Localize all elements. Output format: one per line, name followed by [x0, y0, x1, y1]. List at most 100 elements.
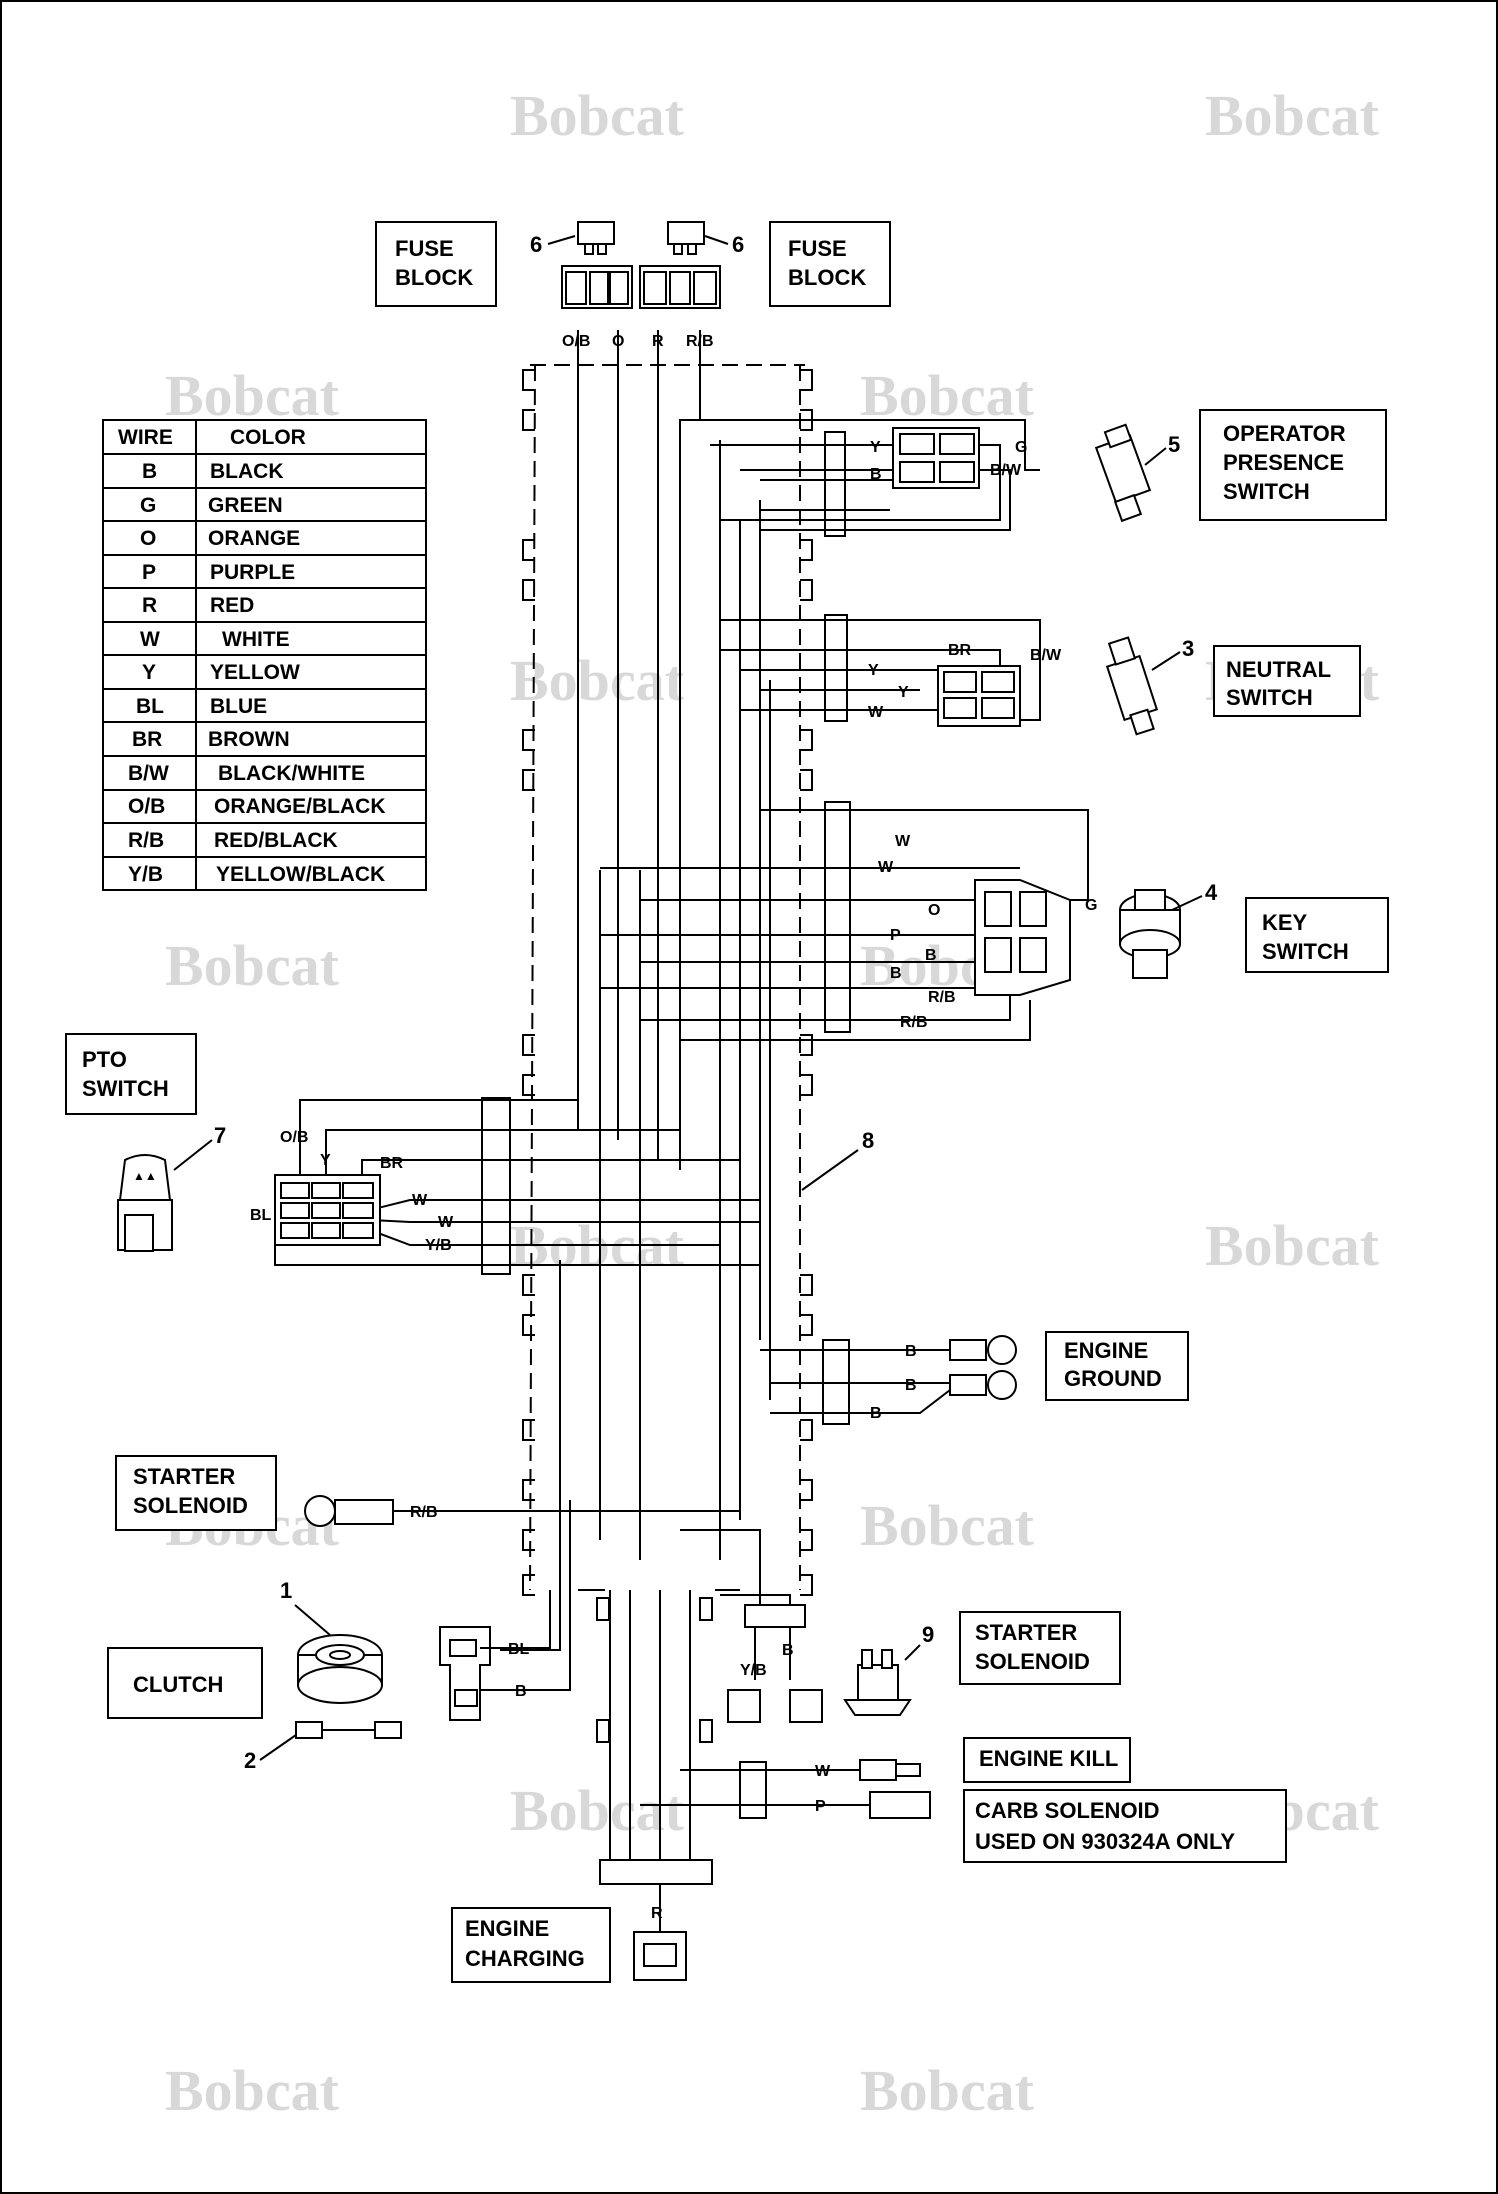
- ground-label-2: GROUND: [1064, 1366, 1162, 1391]
- table-header-color: COLOR: [230, 426, 306, 449]
- table-cell: P: [142, 561, 156, 584]
- clutch-wire-bl: BL: [508, 1641, 530, 1658]
- carb-label-1: CARB SOLENOID: [975, 1798, 1160, 1823]
- pto-wire-w1: W: [412, 1192, 428, 1209]
- starter-left-label-1: STARTER: [133, 1464, 235, 1489]
- watermark-text: Bobcat: [1205, 83, 1380, 148]
- fuse-wire-o: O: [612, 333, 624, 350]
- starter-solenoid-icon: [843, 1649, 912, 1716]
- table-cell: RED/BLACK: [214, 829, 338, 852]
- neutral-switch-icon: [1105, 636, 1159, 736]
- watermark-text: Bobcat: [165, 933, 340, 998]
- key-wire-rb2: R/B: [900, 1014, 928, 1031]
- key-switch-icon: [1119, 889, 1181, 979]
- starter-right-section: 9 STARTER SOLENOID: [843, 1611, 1121, 1716]
- table-cell: Y/B: [128, 863, 163, 886]
- item-5: 5: [1168, 432, 1180, 457]
- table-cell: R/B: [128, 829, 164, 852]
- item-8-leader: [801, 1149, 859, 1191]
- op-wire-bw: B/W: [990, 462, 1022, 479]
- table-cell: RED: [210, 594, 254, 617]
- key-label-1: KEY: [1262, 910, 1308, 935]
- watermark-text: Bobcat: [165, 2058, 340, 2123]
- table-cell: YELLOW: [210, 661, 300, 684]
- pto-wire-y: Y: [320, 1152, 331, 1169]
- pto-switch-icon: ▲▲: [117, 1154, 173, 1252]
- neutral-label-1: NEUTRAL: [1226, 657, 1331, 682]
- op-wire-b: B: [870, 466, 882, 483]
- item-8: 8: [862, 1128, 874, 1153]
- watermark-text: Bobcat: [510, 83, 685, 148]
- neutral-wire-y2: Y: [898, 684, 909, 701]
- pto-wire-bl: BL: [250, 1207, 272, 1224]
- table-cell: O/B: [128, 795, 165, 818]
- key-section: W W O G P B B R/B R/B 4 KEY SWITCH: [600, 801, 1389, 1041]
- fuse-left-label-2: BLOCK: [395, 265, 473, 290]
- item-9: 9: [922, 1622, 934, 1647]
- table-cell: O: [140, 527, 156, 550]
- item-2: 2: [244, 1748, 256, 1773]
- table-cell: BR: [132, 728, 162, 751]
- key-wire-b1: B: [925, 947, 937, 964]
- operator-presence-section: Y G B B/W 5 OPERATOR PRESENCE SWITCH: [700, 409, 1387, 537]
- item-4: 4: [1205, 880, 1218, 905]
- pto-label-1: PTO: [82, 1047, 127, 1072]
- starter-left-section: STARTER SOLENOID R/B: [115, 1455, 740, 1531]
- clutch-label: CLUTCH: [133, 1672, 223, 1697]
- neutral-wire-bw: B/W: [1030, 647, 1062, 664]
- carb-label-2: USED ON 930324A ONLY: [975, 1829, 1235, 1854]
- charging-wire-r: R: [651, 1905, 663, 1922]
- ground-wire-b3: B: [870, 1405, 882, 1422]
- fuse-right-label-1: FUSE: [788, 236, 847, 261]
- key-wire-w1: W: [895, 833, 911, 850]
- table-cell: W: [140, 628, 160, 651]
- watermark-text: Bobcat: [510, 1778, 685, 1843]
- pto-wire-br: BR: [380, 1155, 404, 1172]
- table-header-wire: WIRE: [118, 426, 173, 449]
- table-cell: GREEN: [208, 494, 283, 517]
- fuse-wire-ob: O/B: [562, 333, 590, 350]
- watermark-text: Bobcat: [165, 363, 340, 428]
- pto-wire-ob: O/B: [280, 1129, 308, 1146]
- charging-label-2: CHARGING: [465, 1946, 585, 1971]
- fuse-right-label-2: BLOCK: [788, 265, 866, 290]
- neutral-wire-w: W: [868, 704, 884, 721]
- key-wire-p: P: [890, 927, 901, 944]
- pto-wire-w2: W: [438, 1214, 454, 1231]
- table-cell: B/W: [128, 762, 169, 785]
- table-cell: ORANGE/BLACK: [214, 795, 386, 818]
- neutral-label-2: SWITCH: [1226, 685, 1313, 710]
- pto-label-2: SWITCH: [82, 1076, 169, 1101]
- engine-kill-label: ENGINE KILL: [979, 1746, 1118, 1771]
- wire-color-table: WIRE COLOR B BLACK G GREEN O ORANGE P PU…: [102, 419, 427, 891]
- fuse-wire-r: R: [652, 333, 664, 350]
- item-6-left: 6: [530, 232, 542, 257]
- engine-ground-section: B B B ENGINE GROUND: [760, 1331, 1189, 1425]
- table-cell: WHITE: [222, 628, 290, 651]
- clutch-icon: [297, 1634, 383, 1704]
- pto-section: PTO SWITCH ▲▲ 7 O/B Y BR BL W W Y/B: [65, 1033, 760, 1275]
- starter-left-label-2: SOLENOID: [133, 1493, 248, 1518]
- clutch-section: 1 CLUTCH 2 BL B: [107, 1578, 571, 1773]
- ground-wire-b2: B: [905, 1377, 917, 1394]
- pto-wire-yb: Y/B: [425, 1237, 452, 1254]
- item-1: 1: [280, 1578, 292, 1603]
- operator-label-2: PRESENCE: [1223, 450, 1344, 475]
- table-cell: BROWN: [208, 728, 290, 751]
- neutral-wire-y1: Y: [868, 662, 879, 679]
- carb-wire-p: P: [815, 1798, 826, 1815]
- key-wire-g: G: [1085, 897, 1097, 914]
- watermark-text: Bobcat: [860, 363, 1035, 428]
- neutral-wire-br: BR: [948, 642, 972, 659]
- key-label-2: SWITCH: [1262, 939, 1349, 964]
- table-cell: BL: [136, 695, 164, 718]
- clutch-wire-b: B: [515, 1683, 527, 1700]
- operator-label-1: OPERATOR: [1223, 421, 1346, 446]
- table-cell: B: [142, 460, 157, 483]
- item-7: 7: [214, 1123, 226, 1148]
- watermark-text: Bobcat: [510, 648, 685, 713]
- op-wire-y: Y: [870, 439, 881, 456]
- watermark-text: Bobcat: [860, 2058, 1035, 2123]
